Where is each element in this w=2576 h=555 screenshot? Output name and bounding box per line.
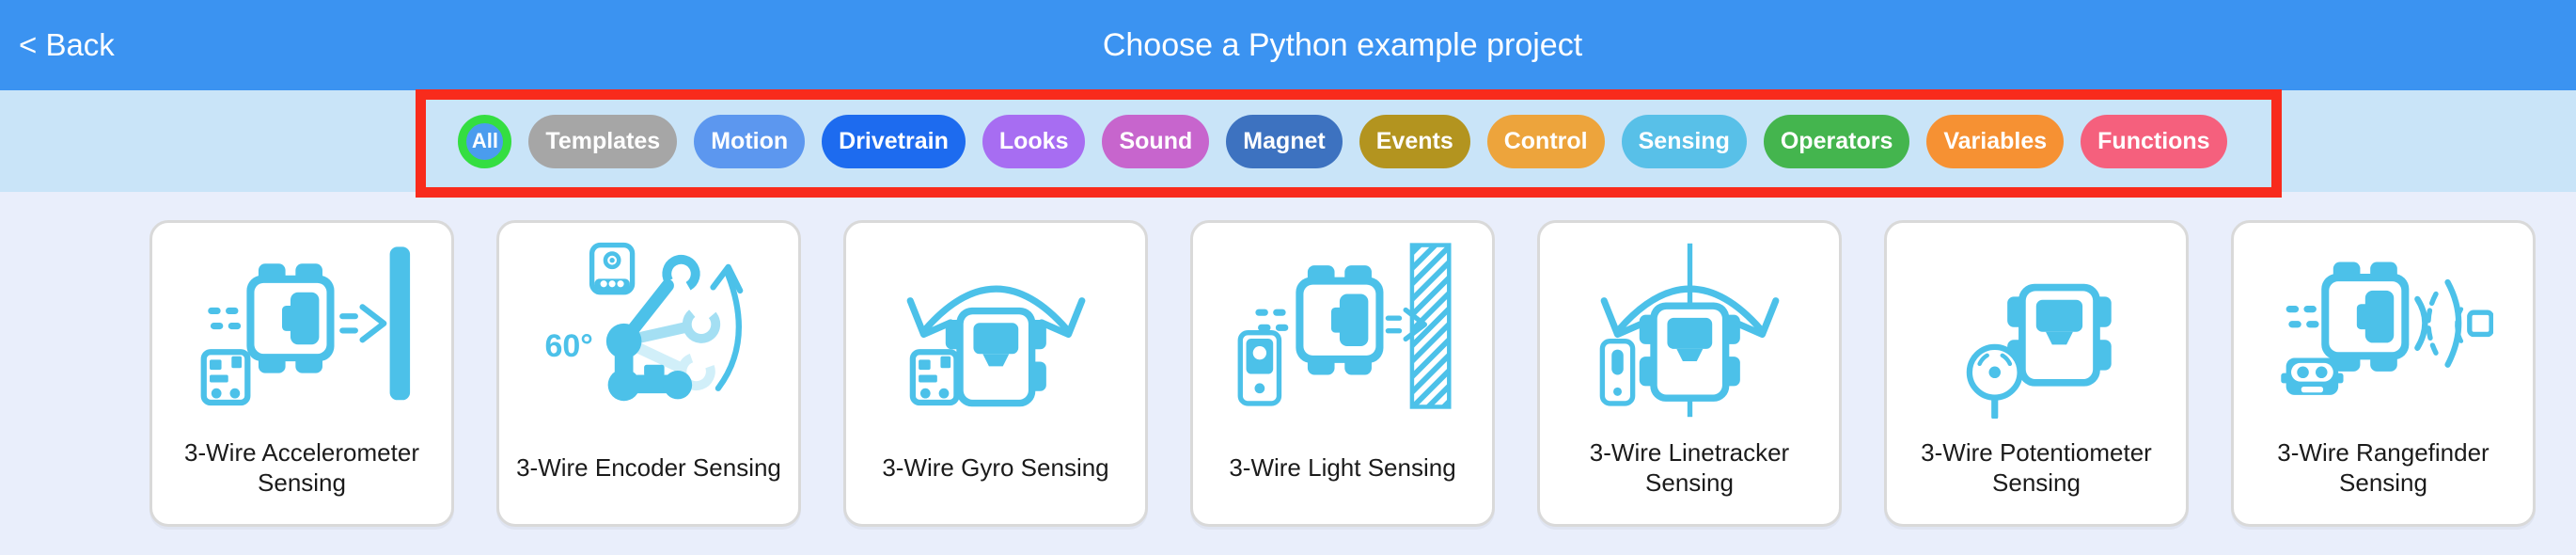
project-card-linetracker[interactable]: 3-Wire Linetracker Sensing (1537, 220, 1842, 527)
filter-pill-functions[interactable]: Functions (2081, 114, 2227, 168)
project-card-light[interactable]: 3-Wire Light Sensing (1190, 220, 1495, 527)
project-card-title: 3-Wire Linetracker Sensing (1589, 438, 1790, 497)
filter-pill-sound[interactable]: Sound (1102, 114, 1210, 168)
potentiometer-icon (1927, 227, 2146, 434)
accelerometer-icon (193, 227, 412, 434)
filter-pill-row: All Templates Motion Drivetrain Looks So… (0, 90, 2576, 192)
project-card-gyro[interactable]: 3-Wire Gyro Sensing (843, 220, 1148, 527)
project-list: 3-Wire Accelerometer Sensing 60° (0, 192, 2576, 555)
filter-pill-magnet[interactable]: Magnet (1226, 114, 1343, 168)
project-card-title: 3-Wire Accelerometer Sensing (184, 438, 419, 497)
encoder-icon: 60° (540, 227, 759, 434)
filter-pill-all[interactable]: All (458, 114, 512, 168)
filter-pill-operators[interactable]: Operators (1763, 114, 1910, 168)
svg-text:60°: 60° (544, 328, 592, 364)
project-card-rangefinder[interactable]: 3-Wire Rangefinder Sensing (2231, 220, 2536, 527)
project-card-title: 3-Wire Rangefinder Sensing (2277, 438, 2490, 497)
rangefinder-icon (2274, 227, 2493, 434)
back-button[interactable]: < Back (19, 27, 115, 62)
project-card-potentiometer[interactable]: 3-Wire Potentiometer Sensing (1884, 220, 2189, 527)
category-filter-bar: All Templates Motion Drivetrain Looks So… (0, 90, 2576, 192)
project-card-row: 3-Wire Accelerometer Sensing 60° (0, 192, 2576, 527)
filter-pill-motion[interactable]: Motion (694, 114, 806, 168)
project-card-accelerometer[interactable]: 3-Wire Accelerometer Sensing (149, 220, 454, 527)
gyro-icon (887, 227, 1106, 434)
header-bar: < Back Choose a Python example project (0, 0, 2576, 90)
project-card-title: 3-Wire Light Sensing (1229, 453, 1456, 482)
filter-pill-events[interactable]: Events (1359, 114, 1470, 168)
filter-pill-control[interactable]: Control (1486, 114, 1605, 168)
page-title: Choose a Python example project (1102, 26, 1583, 63)
filter-pill-variables[interactable]: Variables (1926, 114, 2065, 168)
filter-pill-drivetrain[interactable]: Drivetrain (822, 114, 966, 168)
project-card-title: 3-Wire Potentiometer Sensing (1921, 438, 2152, 497)
project-card-encoder[interactable]: 60° (496, 220, 801, 527)
linetracker-icon (1580, 227, 1799, 434)
project-card-title: 3-Wire Gyro Sensing (882, 453, 1109, 482)
project-card-title: 3-Wire Encoder Sensing (516, 453, 781, 482)
filter-pill-sensing[interactable]: Sensing (1621, 114, 1747, 168)
filter-pill-templates[interactable]: Templates (528, 114, 678, 168)
light-icon (1233, 227, 1453, 434)
filter-pill-looks[interactable]: Looks (982, 114, 1086, 168)
